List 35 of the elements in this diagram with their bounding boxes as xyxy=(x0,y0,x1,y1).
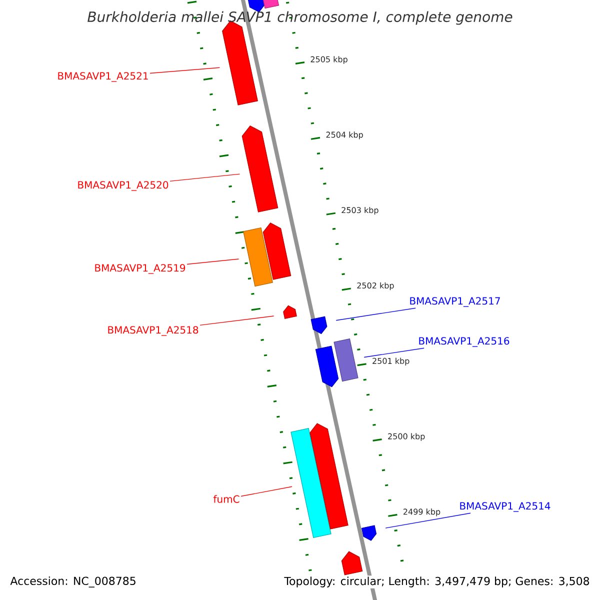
gene-feature xyxy=(341,551,363,576)
genome-info: Topology: circular; Length: 3,497,479 bp; Genes: 3,508 xyxy=(283,576,591,588)
gene-label: BMASAVP1_A2520 xyxy=(78,181,168,191)
gene-label: BMASAVP1_A2517 xyxy=(410,297,500,307)
gene-feature xyxy=(361,525,377,541)
gene-label: BMASAVP1_A2521 xyxy=(58,72,148,82)
gene-feature xyxy=(315,346,339,388)
gene-label: BMASAVP1_A2519 xyxy=(95,264,186,274)
gene-label: BMASAVP1_A2518 xyxy=(108,326,198,336)
tick-label: 2502 kbp xyxy=(357,282,394,290)
leader-line xyxy=(336,308,416,321)
gene-feature xyxy=(283,305,297,320)
title: Burkholderia mallei SAVP1 chromosome I, complete genome xyxy=(88,11,512,25)
leader-line xyxy=(170,174,240,182)
leader-line xyxy=(200,316,274,326)
gene-label: fumC xyxy=(213,495,240,503)
tick-label: 2500 kbp xyxy=(388,433,425,441)
tick-label: 2503 kbp xyxy=(342,206,378,215)
gene-feature-bar xyxy=(243,227,273,287)
leader-line xyxy=(186,258,240,265)
gene-feature-bar xyxy=(334,338,358,382)
tick-label: 2501 kbp xyxy=(372,358,410,366)
tick-label: 2499 kbp xyxy=(403,508,440,516)
tick-label: 2505 kbp xyxy=(310,56,348,64)
accession-text: Accession: NC_008785 xyxy=(9,576,138,588)
gene-feature xyxy=(262,222,292,280)
leader-line xyxy=(364,348,424,358)
gene-label: BMASAVP1_A2514 xyxy=(460,502,550,512)
leader-line xyxy=(150,67,220,74)
leader-line xyxy=(240,486,292,497)
gene-feature-bar xyxy=(260,0,280,9)
gene-label: BMASAVP1_A2516 xyxy=(419,337,510,347)
leader-line xyxy=(385,512,471,528)
tick-label: 2504 kbp xyxy=(326,132,363,140)
gene-feature xyxy=(310,423,348,530)
